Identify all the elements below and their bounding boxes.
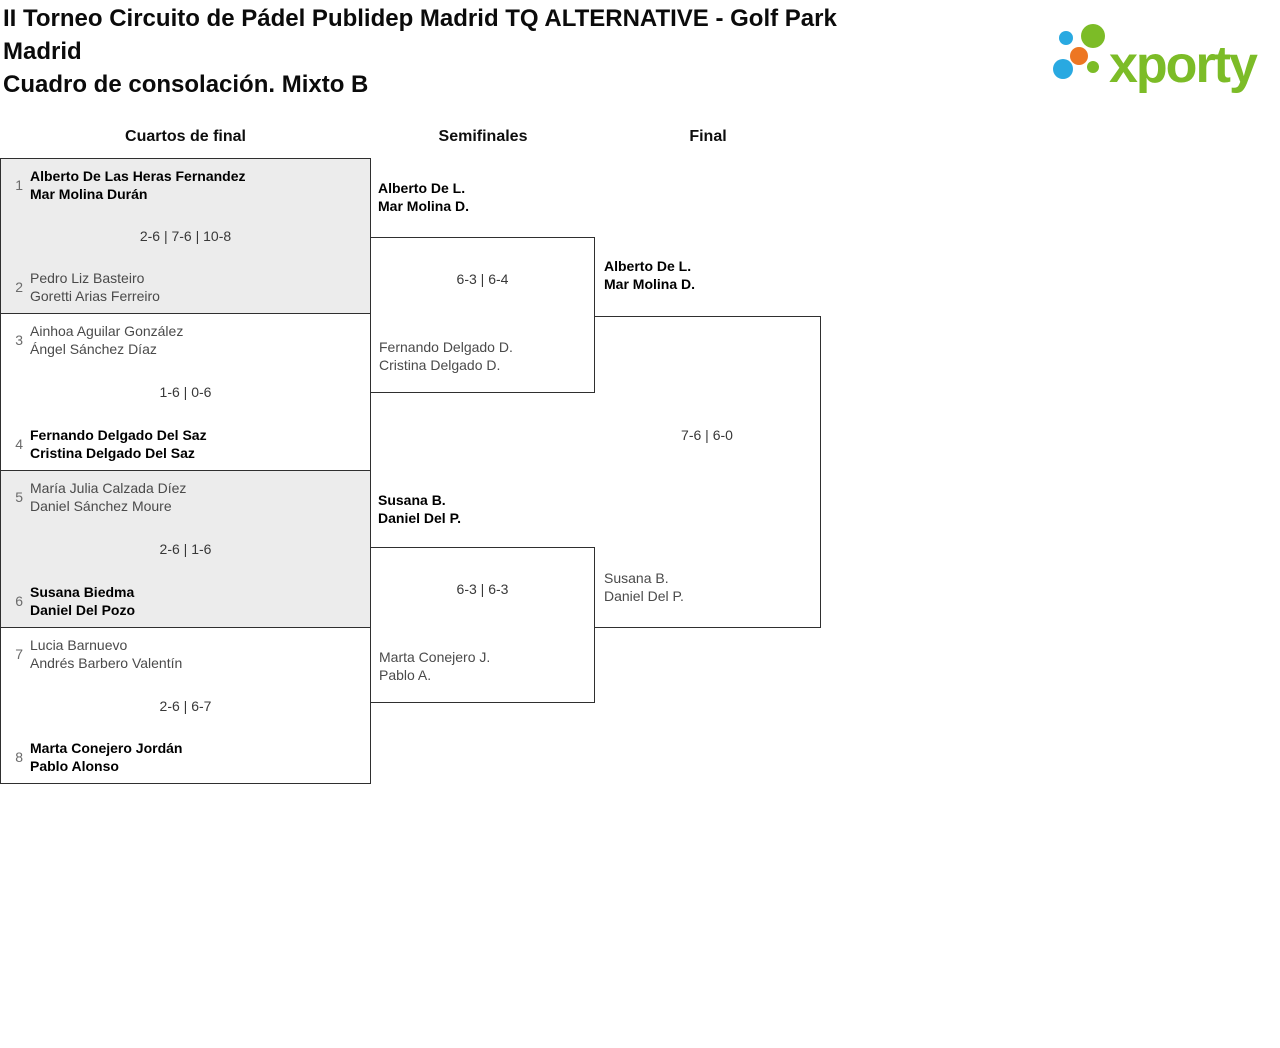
team-pair: 2 Pedro Liz Basteiro Goretti Arias Ferre… (1, 269, 370, 305)
player-name: Lucia Barnuevo (30, 637, 128, 653)
team-names: Marta Conejero Jordán Pablo Alonso (30, 739, 182, 775)
player-name: Alberto De Las Heras Fernandez (30, 168, 246, 184)
quarterfinal-match-3: 5 María Julia Calzada Díez Daniel Sánche… (0, 470, 371, 628)
player-name: Andrés Barbero Valentín (30, 655, 183, 671)
player-name: Cristina Delgado Del Saz (30, 445, 195, 461)
player-name: Marta Conejero Jordán (30, 740, 183, 756)
quarterfinal-match-2: 3 Ainhoa Aguilar González Ángel Sánchez … (0, 313, 371, 471)
seed-number: 7 (15, 646, 23, 662)
match-score: 6-3 | 6-4 (456, 271, 509, 287)
player-name: Susana B. (378, 492, 446, 508)
team-names: Ainhoa Aguilar González Ángel Sánchez Dí… (30, 322, 183, 358)
semifinal-match-1: 6-3 | 6-4 Fernando Delgado D. Cristina D… (370, 237, 595, 393)
team-pair: 8 Marta Conejero Jordán Pablo Alonso (1, 739, 370, 775)
team-pair: 5 María Julia Calzada Díez Daniel Sánche… (1, 479, 370, 515)
team-names: Fernando Delgado D. Cristina Delgado D. (379, 338, 513, 374)
player-name: Daniel Sánchez Moure (30, 498, 172, 514)
team-names: Fernando Delgado Del Saz Cristina Delgad… (30, 426, 207, 462)
team-names: Susana B. Daniel Del P. (604, 569, 684, 605)
player-name: Alberto De L. (604, 258, 692, 274)
match-score: 6-3 | 6-3 (456, 581, 509, 597)
team-names: Marta Conejero J. Pablo A. (379, 648, 490, 684)
player-name: Daniel Del Pozo (30, 602, 136, 618)
team-names: Lucia Barnuevo Andrés Barbero Valentín (30, 636, 182, 672)
round-header-semifinals: Semifinales (438, 128, 528, 145)
seed-number: 6 (15, 593, 23, 609)
team-pair: 4 Fernando Delgado Del Saz Cristina Delg… (1, 426, 370, 462)
final-match: 7-6 | 6-0 Susana B. Daniel Del P. (594, 316, 821, 628)
player-name: Pedro Liz Basteiro (30, 270, 145, 286)
semifinal-match-2: 6-3 | 6-3 Marta Conejero J. Pablo A. (370, 547, 595, 703)
page-header: II Torneo Circuito de Pádel Publidep Mad… (3, 2, 908, 101)
match-score: 2-6 | 1-6 (159, 541, 212, 557)
seed-number: 4 (15, 436, 23, 452)
round-header-quarterfinals: Cuartos de final (125, 128, 246, 145)
seed-number: 3 (15, 332, 23, 348)
bracket-subtitle: Cuadro de consolación. Mixto B (3, 71, 369, 98)
xporty-logo[interactable]: xporty (1046, 18, 1280, 96)
player-name: Marta Conejero J. (379, 649, 491, 665)
quarterfinal-match-4: 7 Lucia Barnuevo Andrés Barbero Valentín… (0, 627, 371, 784)
team-names: Pedro Liz Basteiro Goretti Arias Ferreir… (30, 269, 160, 305)
player-name: Pablo A. (379, 667, 432, 683)
match-score: 1-6 | 0-6 (159, 384, 212, 400)
player-name: Pablo Alonso (30, 758, 119, 774)
player-name: Daniel Del P. (604, 588, 684, 604)
xporty-logo-mark (1053, 24, 1105, 79)
quarterfinals-column: 1 Alberto De Las Heras Fernandez Mar Mol… (0, 158, 371, 784)
seed-number: 2 (15, 279, 23, 295)
team-names: Susana Biedma Daniel Del Pozo (30, 583, 135, 619)
player-name: Goretti Arias Ferreiro (30, 288, 160, 304)
match-score: 2-6 | 6-7 (159, 697, 212, 714)
seed-number: 8 (15, 749, 23, 765)
round-header-final: Final (689, 128, 727, 145)
team-pair: 7 Lucia Barnuevo Andrés Barbero Valentín (1, 636, 370, 672)
player-name: Alberto De L. (378, 180, 466, 196)
player-name: Mar Molina D. (378, 198, 470, 214)
match-score: 7-6 | 6-0 (681, 427, 733, 443)
match-score: 2-6 | 7-6 | 10-8 (139, 228, 232, 244)
team-names: Alberto De Las Heras Fernandez Mar Molin… (30, 167, 246, 203)
seed-number: 1 (15, 177, 23, 193)
team-pair: 3 Ainhoa Aguilar González Ángel Sánchez … (1, 322, 370, 358)
team-names: María Julia Calzada Díez Daniel Sánchez … (30, 479, 186, 515)
player-name: María Julia Calzada Díez (30, 480, 187, 496)
final-advancing-team: Alberto De L. Mar Molina D. (604, 257, 695, 293)
player-name: Daniel Del P. (378, 510, 462, 526)
semifinal2-advancing-team: Susana B. Daniel Del P. (378, 491, 461, 527)
player-name: Mar Molina Durán (30, 186, 148, 202)
player-name: Susana B. (604, 570, 669, 586)
seed-number: 5 (15, 489, 23, 505)
player-name: Mar Molina D. (604, 276, 696, 292)
quarterfinal-match-1: 1 Alberto De Las Heras Fernandez Mar Mol… (0, 158, 371, 314)
player-name: Fernando Delgado Del Saz (30, 427, 207, 443)
player-name: Ainhoa Aguilar González (30, 323, 184, 339)
team-pair: 6 Susana Biedma Daniel Del Pozo (1, 583, 370, 619)
player-name: Fernando Delgado D. (379, 339, 513, 355)
team-pair: 1 Alberto De Las Heras Fernandez Mar Mol… (1, 167, 370, 203)
player-name: Ángel Sánchez Díaz (30, 341, 157, 357)
player-name: Susana Biedma (30, 584, 135, 600)
player-name: Cristina Delgado D. (379, 357, 501, 373)
xporty-logo-text: xporty (1109, 36, 1258, 94)
tournament-title: II Torneo Circuito de Pádel Publidep Mad… (3, 5, 837, 65)
semifinal1-advancing-team: Alberto De L. Mar Molina D. (378, 179, 469, 215)
